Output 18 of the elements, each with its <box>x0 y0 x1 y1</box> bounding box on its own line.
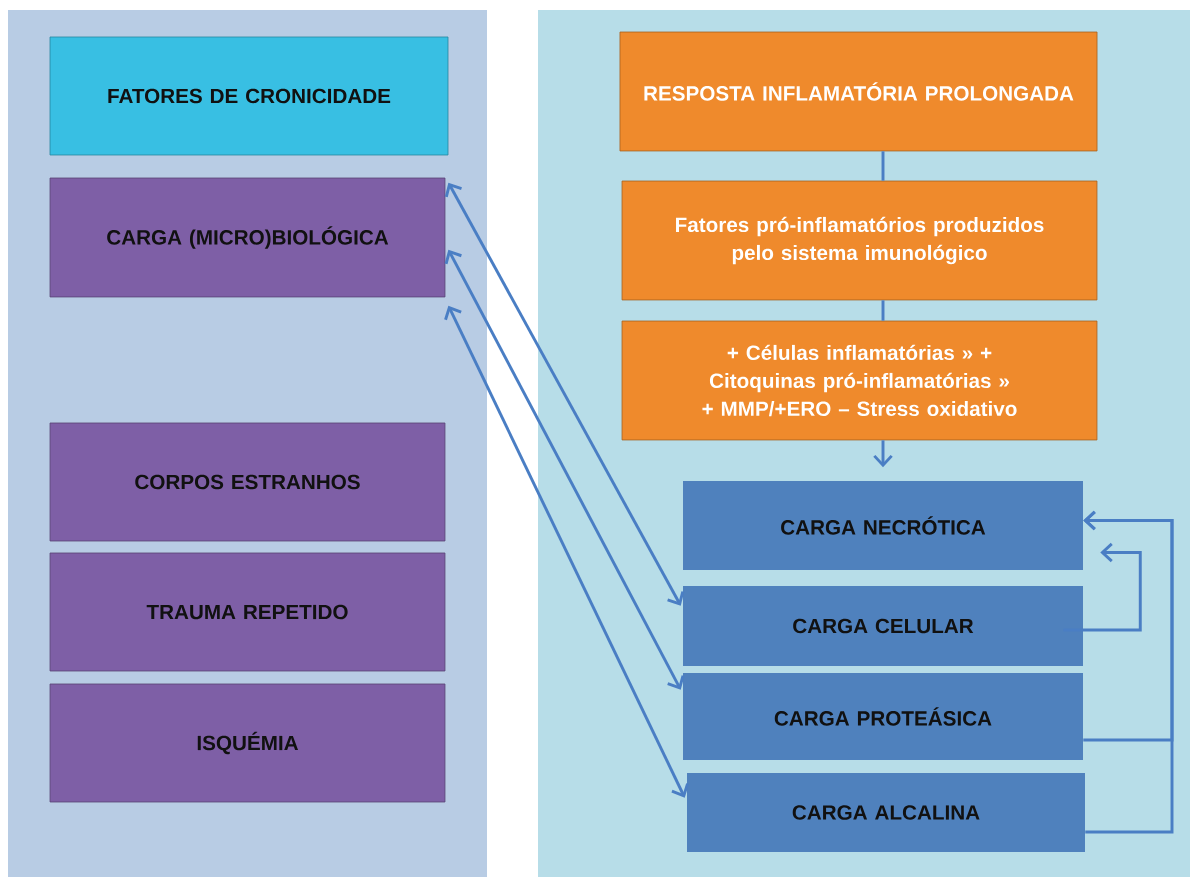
heading-box: FATORES DE CRONICIDADE <box>49 36 449 156</box>
process-box: RESPOSTA INFLAMATÓRIA PROLONGADA <box>619 31 1098 152</box>
factor-box: CORPOS ESTRANHOS <box>49 422 446 542</box>
process-box: + Células inflamatórias » + Citoquinas pró-inflamatórias » + MMP/+ERO – Stress oxidativo <box>621 320 1098 441</box>
arrow <box>873 440 893 468</box>
arrow <box>444 305 689 798</box>
factor-box: CARGA (MICRO)BIOLÓGICA <box>49 177 446 298</box>
arrow <box>1083 510 1174 834</box>
load-box: CARGA PROTEÁSICA <box>683 673 1083 760</box>
arrow <box>1063 542 1142 632</box>
arrow <box>444 182 685 606</box>
factor-box: ISQUÉMIA <box>49 683 446 803</box>
load-box: CARGA NECRÓTICA <box>683 480 1083 571</box>
arrow <box>444 249 685 690</box>
process-box: Fatores pró-inflamatórios produzidos pelo sistema imunológico <box>621 180 1098 301</box>
load-box: CARGA CELULAR <box>683 586 1083 666</box>
factor-box: TRAUMA REPETIDO <box>49 552 446 672</box>
load-box: CARGA ALCALINA <box>687 773 1085 852</box>
